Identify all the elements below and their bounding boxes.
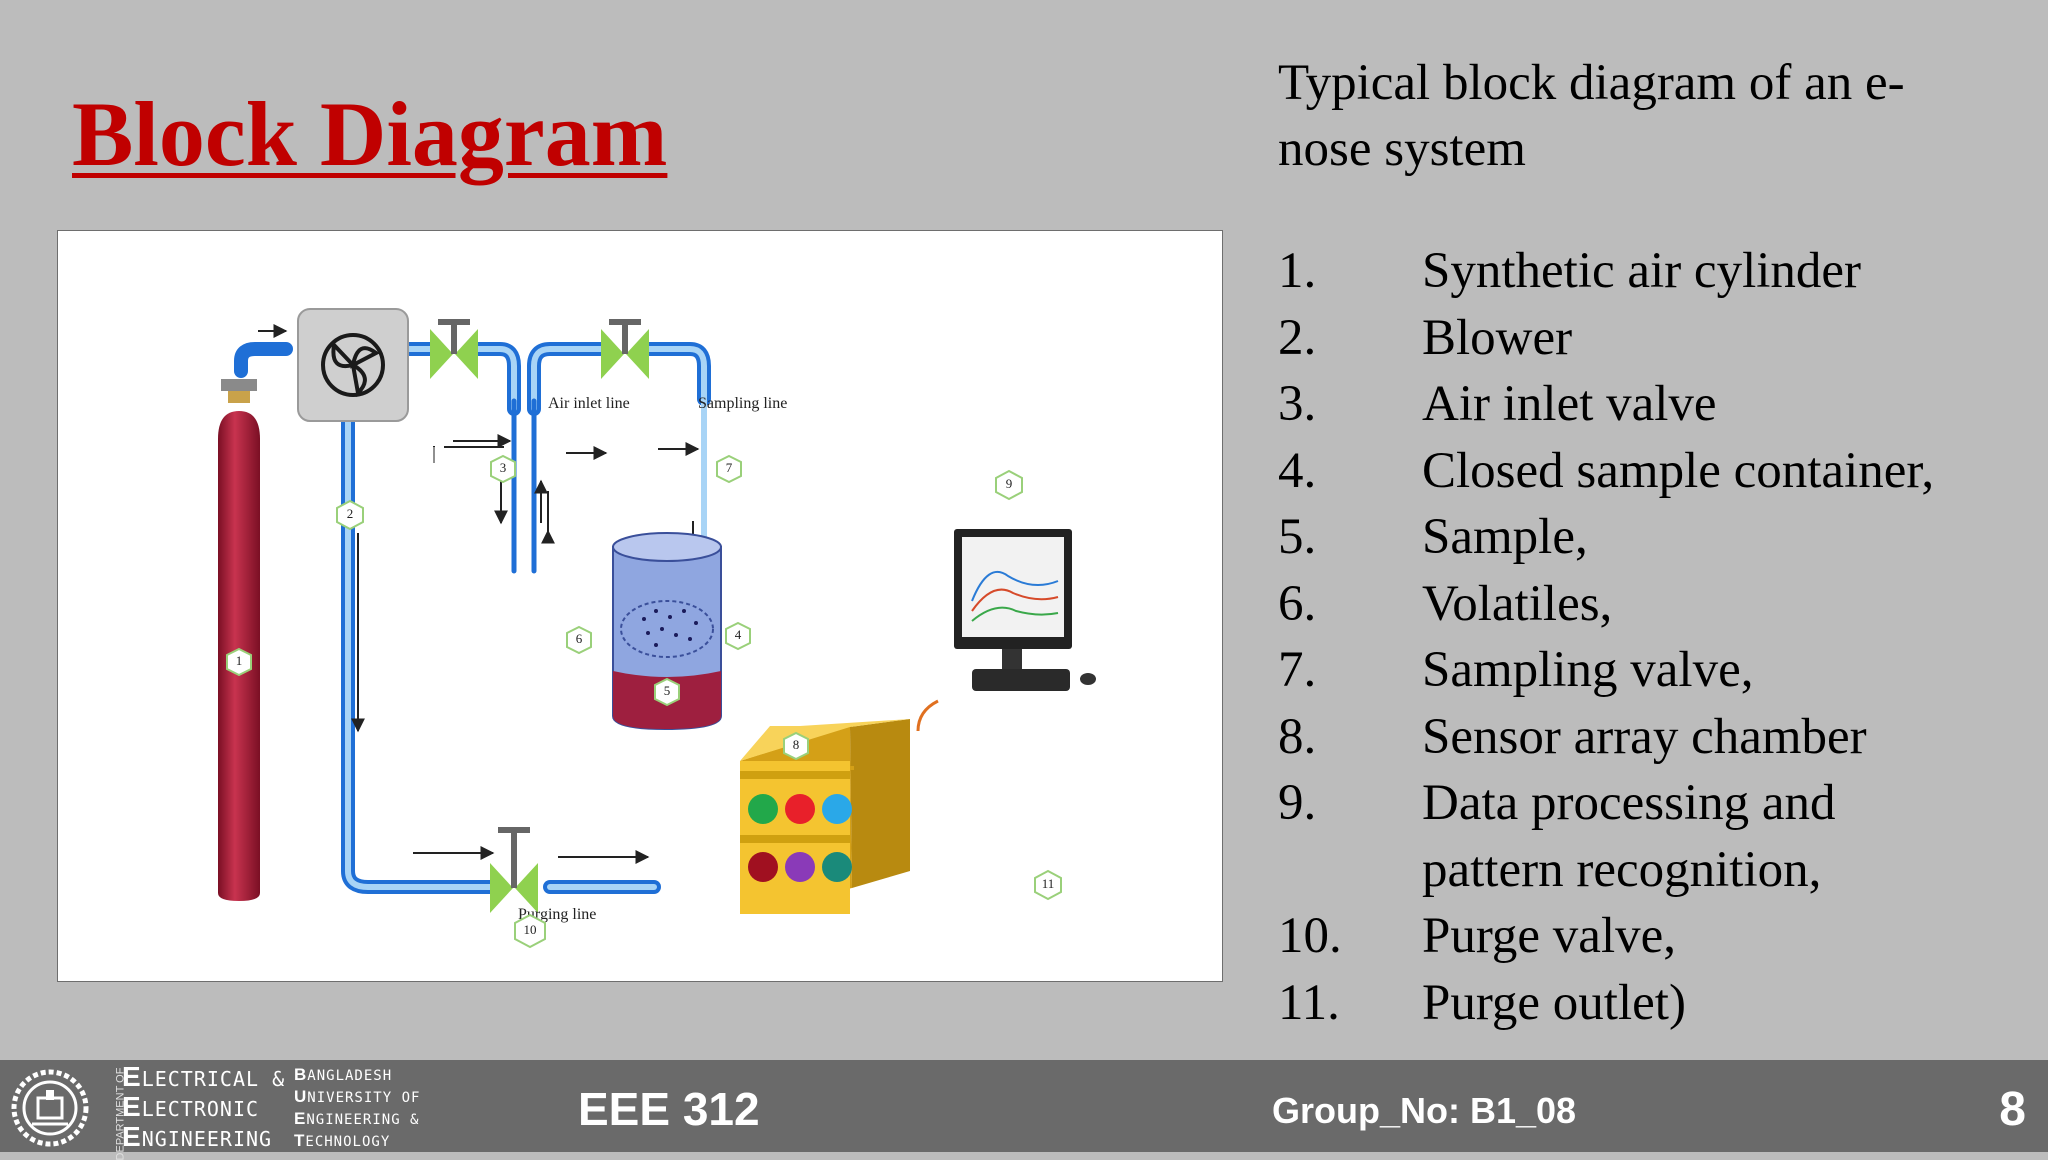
air-inlet-valve: [430, 319, 478, 379]
data-processing-computer: [916, 529, 1096, 732]
air-inlet-line-label: Air inlet line: [548, 395, 630, 412]
marker-6-label: 6: [576, 631, 583, 646]
synthetic-air-cylinder: [218, 379, 260, 901]
marker-5: 5: [654, 677, 680, 707]
legend-number: 4.: [1278, 442, 1317, 499]
legend-item: 4. Closed sample container,: [1278, 438, 2038, 505]
marker-3: 3: [490, 454, 516, 484]
enose-diagram: Air inlet line Sampling line Purging lin…: [218, 308, 1096, 949]
pipe-network: [234, 342, 711, 894]
legend-item: 6. Volatiles,: [1278, 571, 2038, 638]
marker-8-label: 8: [793, 737, 800, 752]
marker-4: 4: [725, 621, 751, 651]
legend-item: 11. Purge outlet): [1278, 970, 2038, 1037]
marker-1-label: 1: [236, 653, 243, 668]
legend-text: Sensor array chamber: [1422, 708, 1867, 765]
sensor-array-chamber: [740, 719, 910, 914]
marker-10-label: 10: [524, 922, 537, 937]
legend-number: 3.: [1278, 376, 1317, 432]
footer-bar: DEPARTMENT OF ELECTRICAL & ELECTRONIC EN…: [0, 1060, 2048, 1160]
marker-2: 2: [336, 499, 364, 531]
component-legend: 1. Synthetic air cylinder 2. Blower 3. Air …: [1278, 238, 2038, 1036]
legend-text: Purge valve,: [1422, 908, 1677, 964]
legend-item: 9. Data processing and pattern recognitio…: [1278, 770, 2038, 903]
marker-10: 10: [514, 913, 546, 949]
legend-item: 1. Synthetic air cylinder: [1278, 238, 2038, 305]
marker-5-label: 5: [664, 683, 671, 698]
legend-number: 6.: [1278, 575, 1317, 632]
legend-item: 7. Sampling valve,: [1278, 637, 2038, 704]
marker-9: 9: [995, 469, 1023, 501]
legend-text: Blower: [1422, 309, 1573, 366]
legend-text: Synthetic air cylinder: [1422, 243, 1862, 299]
legend-item: 3. Air inlet valve: [1278, 371, 2038, 438]
legend-number: 10.: [1278, 908, 1342, 964]
department-logo-icon: [11, 1069, 89, 1147]
legend-text: Closed sample container,: [1422, 442, 1935, 499]
marker-3-label: 3: [500, 460, 507, 475]
diagram-caption: Typical block diagram of an e-nose syste…: [1278, 55, 1905, 177]
page-number: 8: [1999, 1083, 2026, 1136]
legend-number: 11.: [1278, 974, 1340, 1031]
legend-item: 5. Sample,: [1278, 504, 2038, 571]
legend-text: Sampling valve,: [1422, 642, 1754, 698]
course-code: EEE 312: [578, 1083, 760, 1135]
legend-number: 9.: [1278, 775, 1317, 831]
component-markers: 1 2 3 4 5 6 7 8 9 10 11: [226, 454, 1062, 949]
marker-4-label: 4: [735, 627, 742, 642]
legend-number: 5.: [1278, 509, 1317, 565]
legend-text: Volatiles,: [1422, 575, 1613, 632]
marker-1: 1: [226, 647, 252, 677]
marker-7: 7: [716, 454, 742, 484]
sampling-line-label: Sampling line: [698, 395, 787, 412]
legend-text: Data processing and pattern recognition,: [1422, 775, 1836, 898]
blower: [297, 308, 409, 422]
marker-7-label: 7: [726, 460, 733, 475]
legend-text: Sample,: [1422, 509, 1588, 565]
legend-text: Air inlet valve: [1422, 376, 1717, 432]
legend-number: 2.: [1278, 309, 1317, 366]
marker-2-label: 2: [347, 506, 354, 521]
legend-item: 8. Sensor array chamber: [1278, 704, 2038, 771]
legend-item: 2. Blower: [1278, 305, 2038, 372]
legend-text: Purge outlet): [1422, 974, 1686, 1031]
marker-6: 6: [566, 625, 592, 655]
sampling-valve: [601, 319, 649, 379]
slide-title: Block Diagram: [72, 83, 668, 185]
legend-number: 8.: [1278, 708, 1317, 765]
marker-11: 11: [1034, 869, 1062, 901]
legend-number: 1.: [1278, 243, 1317, 299]
purge-valve: [490, 827, 538, 913]
legend-item: 10. Purge valve,: [1278, 903, 2038, 970]
group-number: Group_No: B1_08: [1272, 1090, 1577, 1131]
marker-9-label: 9: [1006, 476, 1013, 491]
enose-diagram-figure: Air inlet line Sampling line Purging lin…: [57, 230, 1223, 982]
legend-number: 7.: [1278, 642, 1317, 698]
marker-11-label: 11: [1042, 876, 1055, 891]
marker-8: 8: [783, 731, 809, 761]
